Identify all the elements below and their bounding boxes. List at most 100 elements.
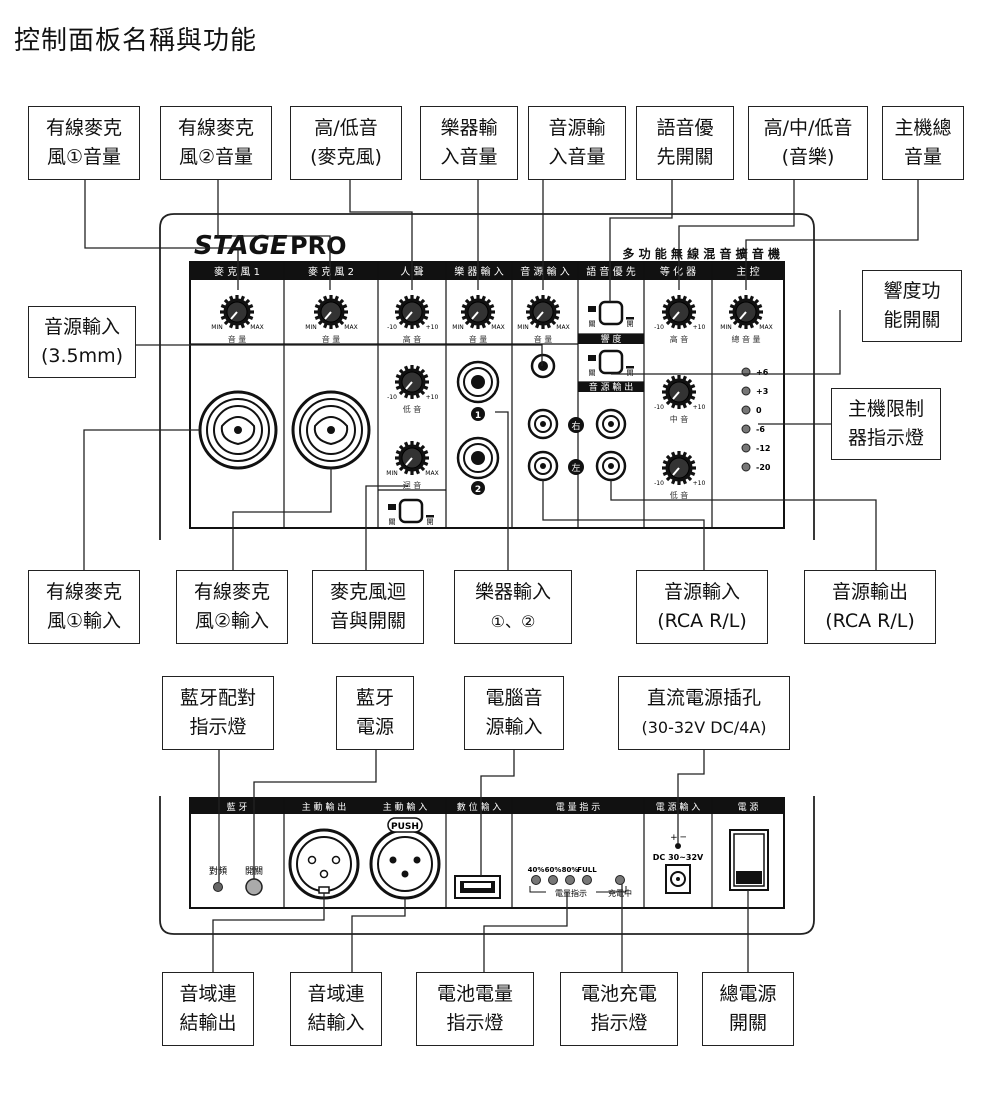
knob-max-label: MAX: [250, 324, 263, 331]
knob-min-label: -10: [387, 394, 397, 401]
callout-music-eq-line2: (音樂): [781, 146, 835, 168]
back-header-battery: 電 量 指 示: [556, 801, 601, 813]
callout-pc-audio-input: 電腦音 源輸入: [464, 676, 564, 750]
knob-min-label: -10: [654, 324, 664, 331]
callout-mic2-input: 有線麥克 風②輸入: [176, 570, 288, 644]
header-mic2: 麥 克 風 2: [308, 265, 354, 278]
knob-eq-high[interactable]: -10+10高 音: [654, 295, 706, 344]
callout-link-output-line1: 音域連: [179, 983, 237, 1005]
echo-off-label: 關: [389, 518, 396, 526]
instrument-jack-1[interactable]: [456, 360, 500, 404]
header-instrument: 樂 器 輸 入: [454, 265, 504, 278]
callout-mic1-input: 有線麥克 風①輸入: [28, 570, 140, 644]
bt-power-button[interactable]: [245, 878, 263, 896]
bt-pair-led: [213, 882, 223, 892]
callout-aux-input-line1: 音源輸入: [43, 316, 120, 338]
knob-vocal-low[interactable]: -10 +10 低 音: [387, 365, 439, 414]
callout-bt-power-line2: 電源: [355, 716, 394, 738]
knob-label: 總 音 量: [731, 334, 760, 344]
knob-label: 低 音: [403, 404, 422, 414]
instrument-number-1-badge: [471, 407, 485, 421]
knob-min-label: MIN: [517, 324, 528, 331]
callout-rca-input-line2: (RCA R/L): [657, 610, 747, 632]
callout-instrument-volume-line1: 樂器輸: [440, 117, 498, 139]
callout-main-power-line1: 總電源: [719, 983, 777, 1005]
callout-mic2-input-line2: 風②輸入: [194, 610, 270, 632]
xlr-in-jack[interactable]: [369, 828, 441, 900]
callout-battery-level-led-line1: 電池電量: [436, 983, 513, 1005]
knob-max-label: MAX: [556, 324, 569, 331]
callout-mic-hi-lo-line1: 高/低音: [314, 117, 378, 139]
rca-in-left-jack[interactable]: [527, 450, 559, 482]
callout-link-input: 音域連 結輸入: [290, 972, 382, 1046]
mic2-combo-jack[interactable]: [291, 390, 371, 470]
callout-instrument-input: 樂器輸入 ①、②: [454, 570, 572, 644]
callout-reverb-switch-line2: 能開關: [883, 309, 941, 331]
rca-out-left-jack[interactable]: [595, 450, 627, 482]
knob-vocal-high[interactable]: -10+10高 音: [387, 295, 439, 344]
reverb-switch[interactable]: [588, 349, 634, 375]
callout-main-power: 總電源 開關: [702, 972, 794, 1046]
charging-led: [615, 875, 625, 885]
knob-max-label: +10: [426, 394, 439, 401]
xlr-out-jack[interactable]: [288, 828, 360, 900]
limiter-led-label: -6: [756, 425, 765, 434]
callout-bt-pair-led: 藍牙配對 指示燈: [162, 676, 274, 750]
limiter-led-label: -12: [756, 444, 770, 453]
battery-level-label: 80%: [562, 866, 579, 874]
header-priority: 語 音 優 先: [586, 265, 636, 278]
callout-limiter-led-line1: 主機限制: [847, 398, 924, 420]
callout-instrument-volume: 樂器輸 入音量: [420, 106, 518, 180]
limiter-led-column: +6+30-6-12-20: [741, 367, 771, 472]
callout-dc-jack-line2: (30-32V DC/4A): [641, 718, 767, 737]
callout-main-power-line2: 開關: [728, 1012, 767, 1034]
left-mark: 左: [571, 462, 580, 474]
knob-eq-low[interactable]: -10+10低 音: [654, 451, 706, 500]
header-mic1: 麥 克 風 1: [214, 265, 260, 278]
battery-caption: 電量指示: [555, 888, 587, 898]
callout-bt-pair-led-line2: 指示燈: [189, 716, 247, 738]
push-label: PUSH: [391, 822, 419, 832]
knob-min-label: -10: [654, 404, 664, 411]
battery-led-row: 40%60%80%FULL: [528, 866, 597, 885]
usb-port[interactable]: [454, 875, 501, 899]
right-mark-badge: [568, 417, 584, 433]
callout-priority-switch-line1: 語音優: [656, 117, 714, 139]
priority-switch[interactable]: [588, 300, 634, 326]
aux-3-5mm-jack[interactable]: [530, 353, 556, 379]
knob-min-label: MIN: [305, 324, 316, 331]
priority-off-label: 關: [589, 320, 596, 328]
push-latch[interactable]: [387, 817, 423, 833]
callout-limiter-led-line2: 器指示燈: [847, 427, 924, 449]
instrument-jack-2[interactable]: [456, 436, 500, 480]
mic1-combo-jack[interactable]: [198, 390, 278, 470]
back-header-active-out: 主 動 輸 出: [302, 801, 347, 813]
callout-mic2-input-line1: 有線麥克: [193, 581, 270, 603]
callout-mic1-volume: 有線麥克 風①音量: [28, 106, 140, 180]
callout-aux-input: 音源輸入 (3.5mm): [28, 306, 136, 378]
header-eq: 等 化 器: [660, 265, 696, 278]
echo-switch[interactable]: [388, 498, 434, 524]
limiter-led: [741, 462, 751, 472]
rca-in-right-jack[interactable]: [527, 408, 559, 440]
callout-link-output-line2: 結輸出: [179, 1012, 237, 1034]
dc-jack[interactable]: [665, 864, 691, 894]
callout-music-eq: 高/中/低音 (音樂): [748, 106, 868, 180]
battery-level-label: FULL: [577, 866, 597, 874]
callout-limiter-led: 主機限制 器指示燈: [831, 388, 941, 460]
knob-label: 音 量: [228, 334, 247, 344]
main-power-switch[interactable]: [729, 829, 769, 891]
callout-source-volume-line1: 音源輸: [548, 117, 606, 139]
knob-eq-mid[interactable]: -10+10中 音: [654, 375, 706, 424]
brand-pro: PRO: [290, 232, 346, 260]
rca-out-right-jack[interactable]: [595, 408, 627, 440]
knob-label: 中 音: [670, 414, 689, 424]
callout-aux-input-line2: (3.5mm): [40, 345, 124, 367]
callout-bt-power: 藍牙 電源: [336, 676, 414, 750]
